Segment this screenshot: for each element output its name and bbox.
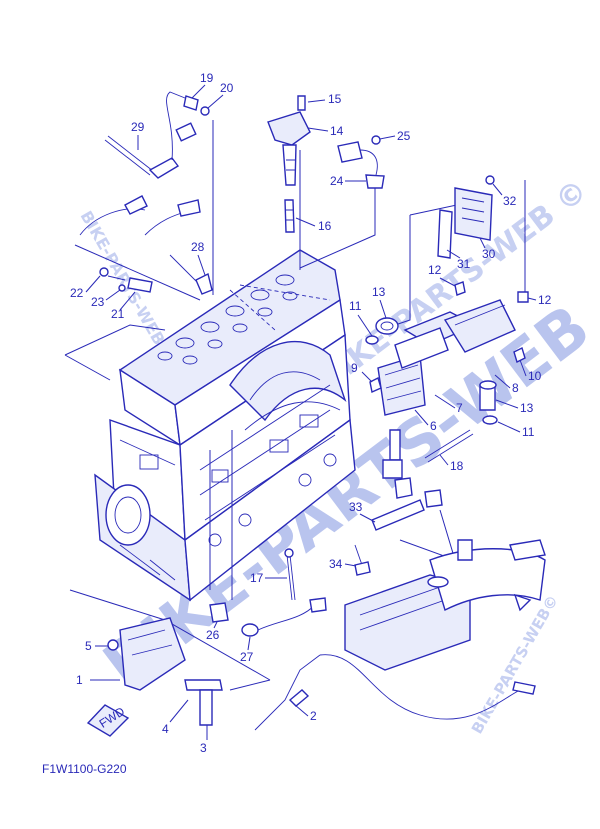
callout-33: 33 <box>349 500 363 514</box>
callout-7: 7 <box>456 401 463 415</box>
ignition-parts <box>267 95 311 233</box>
callout-23: 23 <box>91 295 105 309</box>
callout-18: 18 <box>450 459 464 473</box>
callout-16: 16 <box>318 219 332 233</box>
diagram-code: F1W1100-G220 <box>42 762 127 776</box>
throttle-parts <box>365 281 529 508</box>
callout-1: 1 <box>76 673 83 687</box>
callout-13a: 13 <box>372 285 386 299</box>
watermark-upper: BIKE-PARTS-WEB <box>77 208 169 349</box>
callout-11a: 11 <box>349 299 362 313</box>
manifold-lower-right <box>284 499 546 671</box>
fwd-arrow-icon <box>86 704 130 737</box>
callout-26: 26 <box>206 628 220 642</box>
callout-8: 8 <box>512 381 519 395</box>
callout-25: 25 <box>397 129 411 143</box>
callout-29: 29 <box>131 120 145 134</box>
callout-labels: 1 2 3 4 5 6 7 8 9 10 11 11 12 12 13 13 1… <box>70 71 552 755</box>
callout-4: 4 <box>162 722 169 736</box>
callout-24: 24 <box>330 174 344 188</box>
engine-block <box>94 249 356 602</box>
callout-28: 28 <box>191 240 205 254</box>
callout-22: 22 <box>70 286 84 300</box>
callout-17: 17 <box>250 571 264 585</box>
callout-3: 3 <box>200 741 207 755</box>
sensor-parts-top-right <box>337 135 495 259</box>
callout-15: 15 <box>328 92 342 106</box>
callout-34: 34 <box>329 557 343 571</box>
callout-20: 20 <box>220 81 234 95</box>
callout-12a: 12 <box>428 263 442 277</box>
lower-parts: FWD <box>86 597 536 737</box>
callout-10: 10 <box>528 369 542 383</box>
watermark-lower: BIKE-PARTS-WEB© <box>468 592 562 737</box>
callout-2: 2 <box>310 709 317 723</box>
callout-19: 19 <box>200 71 214 85</box>
callout-9: 9 <box>351 361 358 375</box>
callout-6: 6 <box>430 419 437 433</box>
callout-27: 27 <box>240 650 254 664</box>
sensor-parts-top-left <box>79 91 213 295</box>
callout-5: 5 <box>85 639 92 653</box>
callout-14: 14 <box>330 124 344 138</box>
callout-32: 32 <box>503 194 517 208</box>
callout-12b: 12 <box>538 293 552 307</box>
callout-11b: 11 <box>522 425 535 439</box>
callout-31: 31 <box>457 257 471 271</box>
callout-13b: 13 <box>520 401 534 415</box>
callout-21: 21 <box>111 307 125 321</box>
callout-30: 30 <box>482 247 496 261</box>
